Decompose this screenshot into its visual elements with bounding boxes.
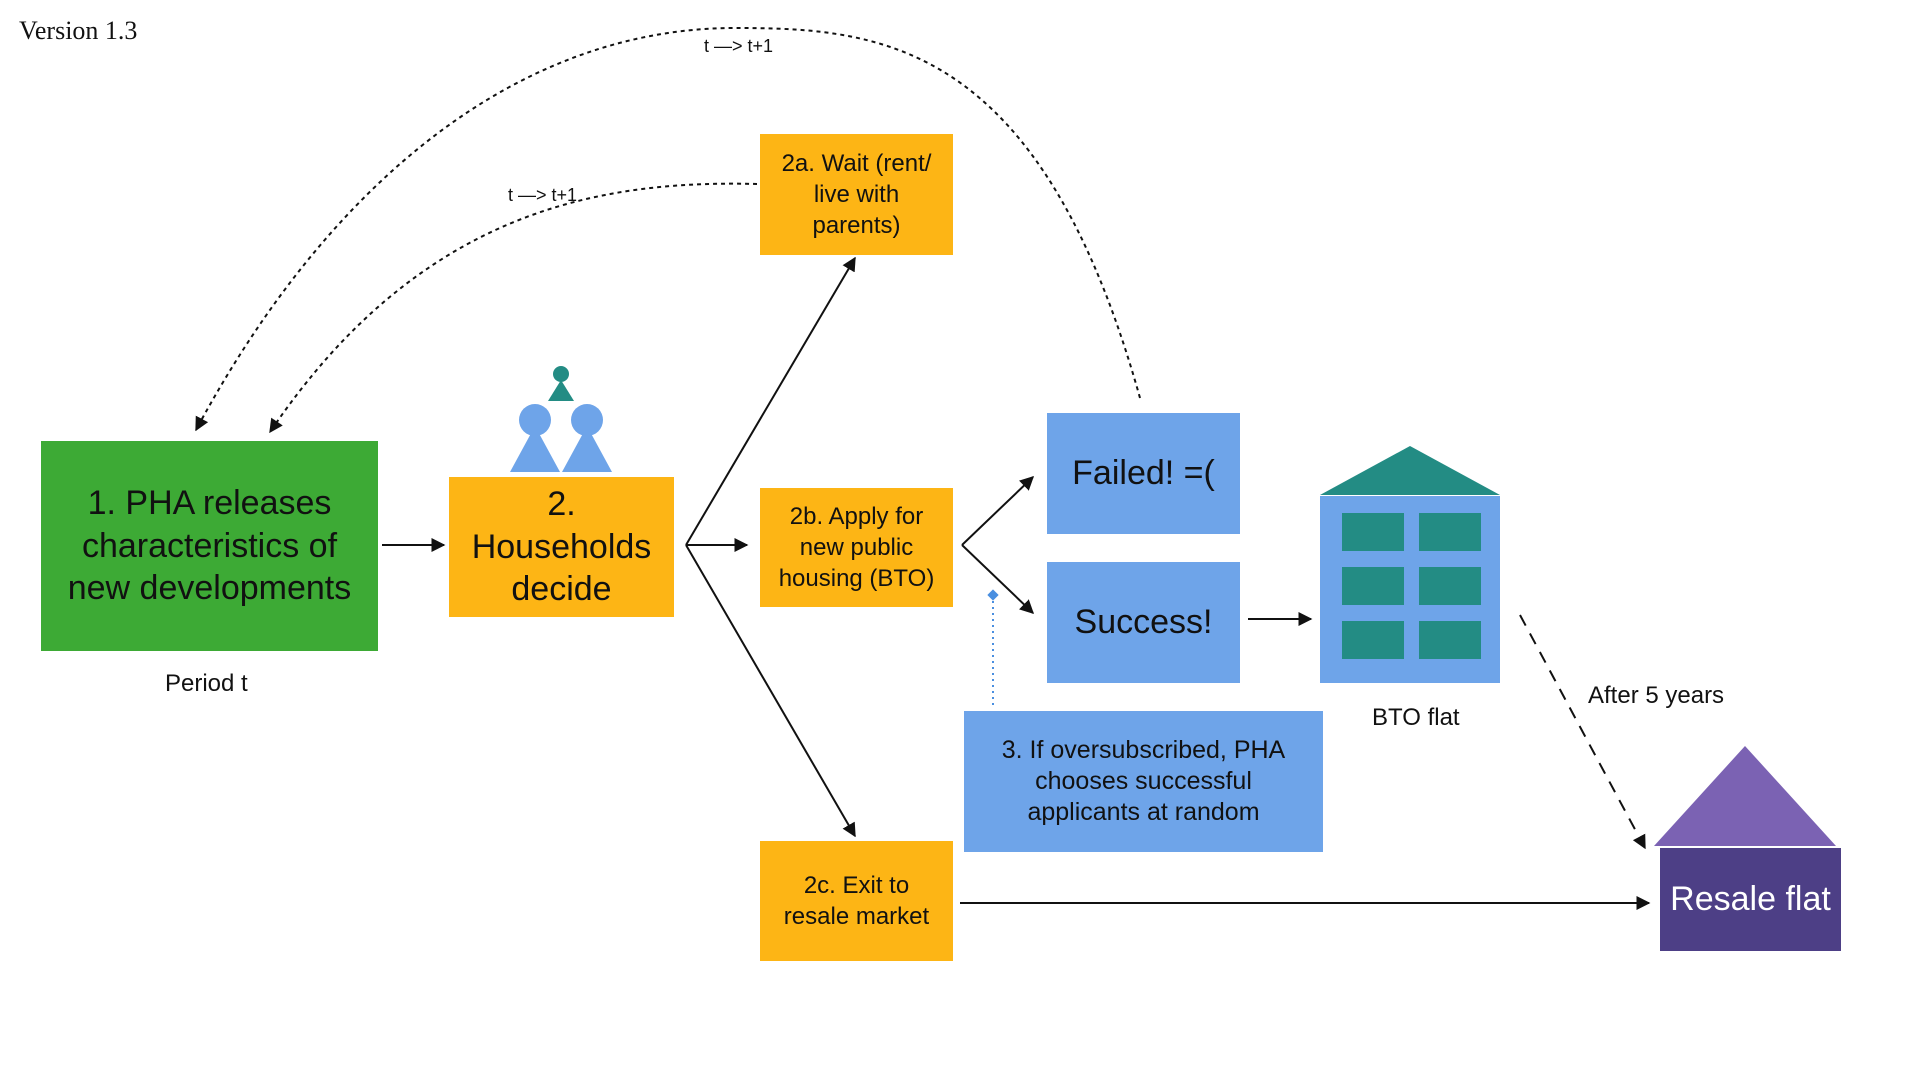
arrow-wait-loop (269, 182, 758, 434)
households-decide-box: 2. Households decide (449, 477, 674, 617)
arrow-apply-to-failed (961, 476, 1035, 546)
transition-label-inner: t —> t+1 (508, 185, 578, 205)
resale-flat-roof-icon (1654, 746, 1836, 846)
arrow-bto-to-resale (1519, 614, 1646, 850)
resale-flat-box: Resale flat (1660, 848, 1841, 951)
arrow-apply-to-success (961, 544, 1035, 614)
pha-release-box: 1. PHA releases characteristics of new d… (41, 441, 378, 651)
bto-flat-label: BTO flat (1372, 704, 1460, 731)
version-label: Version 1.3 (19, 16, 138, 45)
wait-box: 2a. Wait (rent/ live with parents) (760, 134, 953, 255)
arrow-decide-to-wait (685, 256, 856, 546)
arrow-decide-to-exit (685, 544, 856, 838)
period-label: Period t (165, 670, 248, 697)
oversubscribed-box: 3. If oversubscribed, PHA chooses succes… (964, 711, 1323, 852)
households-icon (510, 366, 612, 472)
after-years-label: After 5 years (1588, 682, 1725, 709)
bto-building-icon (1320, 446, 1500, 683)
oversubscribed-connector-tip (987, 589, 999, 601)
success-box: Success! (1047, 562, 1240, 683)
exit-box: 2c. Exit to resale market (760, 841, 953, 961)
arrow-failed-loop (195, 26, 1141, 432)
apply-box: 2b. Apply for new public housing (BTO) (760, 488, 953, 607)
failed-box: Failed! =( (1047, 413, 1240, 534)
transition-label-outer: t —> t+1 (704, 36, 774, 56)
